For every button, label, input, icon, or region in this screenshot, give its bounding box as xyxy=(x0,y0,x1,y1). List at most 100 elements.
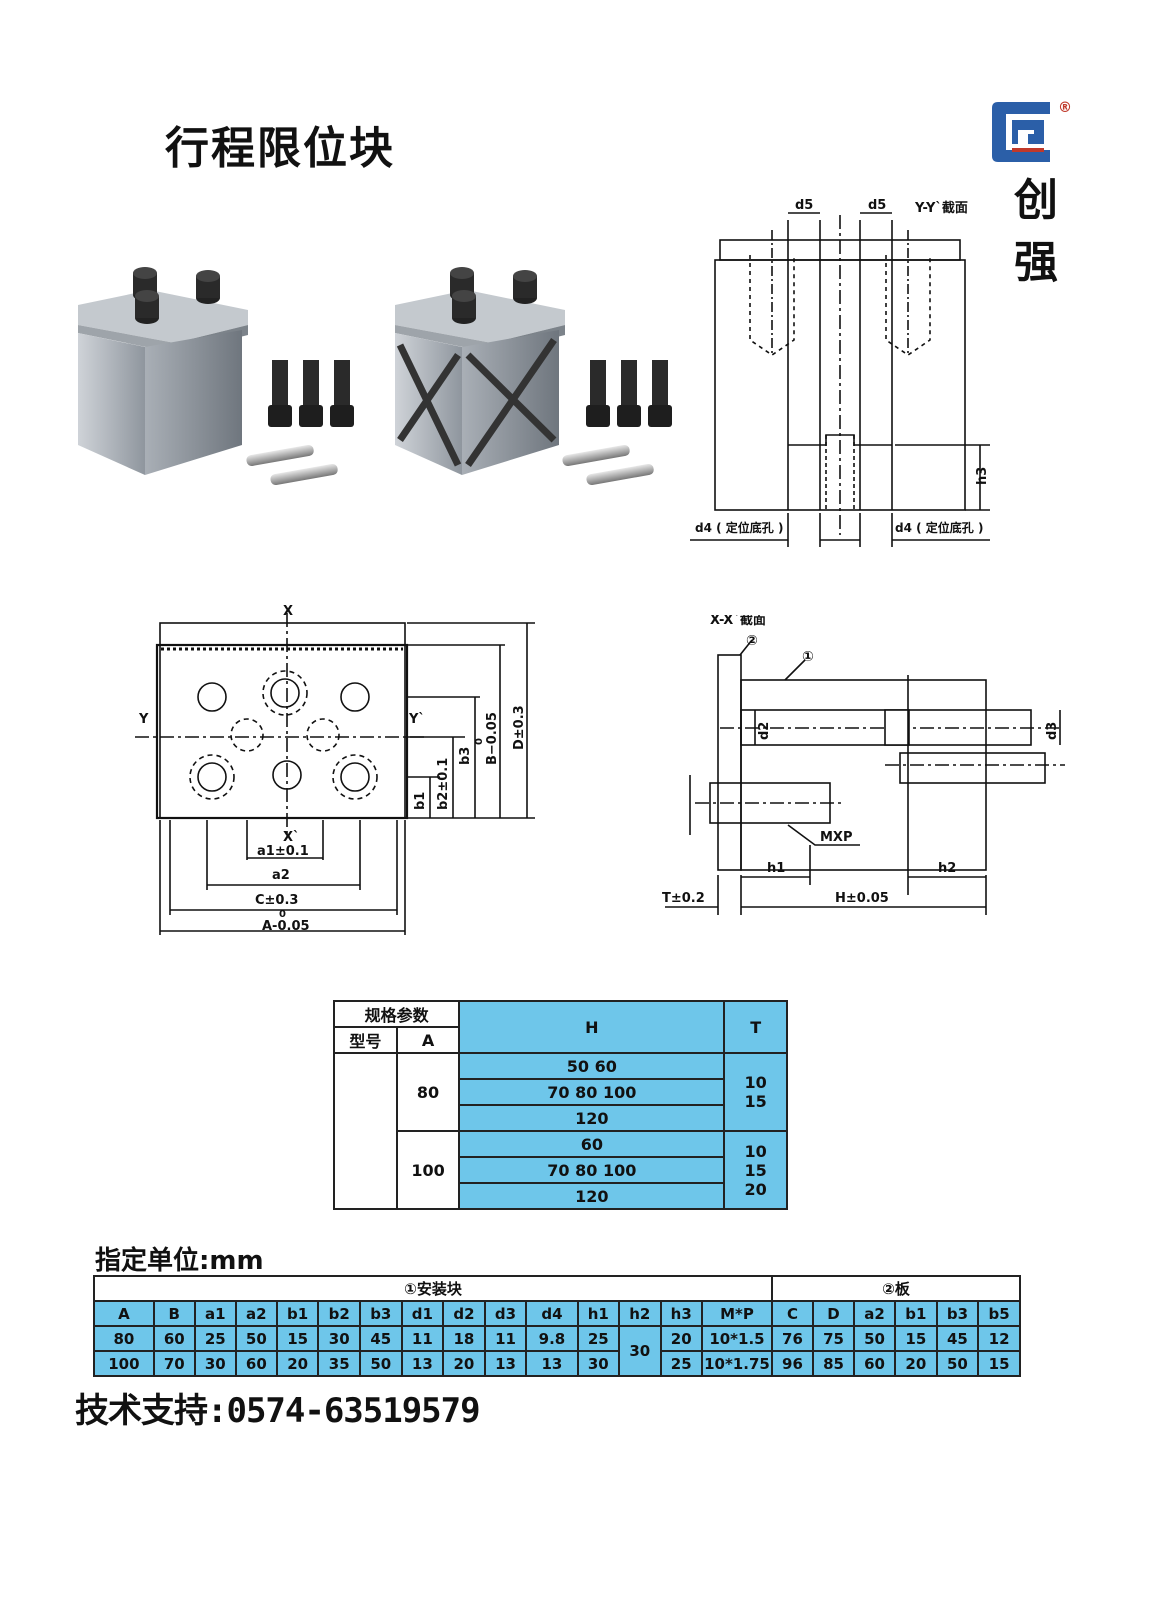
spec-header-model: 型号 xyxy=(333,1026,398,1054)
dim-header-cell: b3 xyxy=(359,1300,403,1327)
front-c-label: C±0.3 xyxy=(255,893,298,908)
dim-value-cell: 60 xyxy=(152,1325,196,1352)
dim-value-cell: 45 xyxy=(359,1325,403,1352)
dim-value-cell: 96 xyxy=(770,1350,815,1377)
brand-name: 创强 xyxy=(1014,175,1058,288)
spec-a-cell: 100 xyxy=(395,1130,461,1210)
front-a-sup-label: 0 xyxy=(279,909,286,920)
yy-section-title: Y-Y`截面 xyxy=(914,200,968,216)
xx-circle1-label: ① xyxy=(802,649,814,665)
front-x-bottom-label: X` xyxy=(283,830,300,845)
spec-a-cell: 80 xyxy=(395,1052,461,1132)
dim-value-cell: 10*1.5 xyxy=(700,1325,773,1352)
dim-group2-header: ②板 xyxy=(770,1275,1022,1302)
spec-h-cell: 60 xyxy=(458,1130,726,1158)
dim-value-cell: 12 xyxy=(977,1325,1021,1352)
spec-header-main: 规格参数 xyxy=(332,1000,461,1028)
registered-mark: ® xyxy=(1058,100,1072,116)
dim-header-cell: b5 xyxy=(977,1300,1021,1327)
spec-header-h: H xyxy=(458,1000,726,1054)
dim-value-cell: 50 xyxy=(359,1350,403,1377)
spec-h-cell: 50 60 xyxy=(458,1052,726,1080)
dim-value-cell: 30 xyxy=(576,1350,621,1377)
dim-value-cell: 25 xyxy=(659,1350,703,1377)
dim-value-cell: 10*1.75 xyxy=(700,1350,773,1377)
dim-value-cell: 70 xyxy=(152,1350,196,1377)
dim-header-cell: B xyxy=(152,1300,196,1327)
front-a1-label: a1±0.1 xyxy=(257,844,309,859)
xx-h-label: H±0.05 xyxy=(835,891,889,906)
dim-value-cell: 50 xyxy=(853,1325,897,1352)
dim-value-cell: 18 xyxy=(442,1325,486,1352)
dim-header-cell: h1 xyxy=(576,1300,621,1327)
dim-value-cell: 15 xyxy=(275,1325,320,1352)
front-view-drawing: X X` Y Y` a1±0.1 a2 C±0.3 0 A-0.05 b1 b2… xyxy=(135,605,535,935)
spec-t-value: 10 xyxy=(744,1141,767,1161)
dim-value-cell: 76 xyxy=(770,1325,815,1352)
front-d-label: D±0.3 xyxy=(512,705,527,750)
spec-model-cell xyxy=(333,1052,398,1210)
spec-t-value: 15 xyxy=(744,1160,767,1180)
dim-value-cell: 20 xyxy=(275,1350,320,1377)
dim-header-cell: d4 xyxy=(525,1300,579,1327)
dim-value-cell: 60 xyxy=(853,1350,897,1377)
dim-value-cell: 35 xyxy=(317,1350,361,1377)
dim-value-cell: 13 xyxy=(400,1350,445,1377)
front-x-top-label: X xyxy=(283,605,293,619)
front-b2-label: b2±0.1 xyxy=(436,758,451,810)
dim-header-cell: D xyxy=(811,1300,856,1327)
block-plain-image xyxy=(78,267,248,475)
dim-header-cell: d2 xyxy=(442,1300,486,1327)
yy-d5-left-label: d5 xyxy=(795,198,813,213)
dim-value-cell: 11 xyxy=(483,1325,528,1352)
tech-support-phone: 技术支持:0574-63519579 xyxy=(75,1391,481,1431)
dim-value-cell: 50 xyxy=(935,1350,980,1377)
dim-header-cell: a2 xyxy=(234,1300,278,1327)
block-grooved-image xyxy=(395,267,565,475)
dim-value-cell: 15 xyxy=(894,1325,938,1352)
dim-value-cell: 11 xyxy=(400,1325,445,1352)
dim-value-cell: 30 xyxy=(317,1325,361,1352)
dim-header-cell: d3 xyxy=(483,1300,528,1327)
spec-t-value: 15 xyxy=(744,1092,767,1111)
dim-header-cell: A xyxy=(93,1300,155,1327)
xx-t-label: T±0.2 xyxy=(662,891,705,906)
front-y-right-label: Y` xyxy=(408,712,425,727)
dim-value-cell: 13 xyxy=(525,1350,579,1377)
yy-d4-left-label: d4 ( 定位底孔 ) xyxy=(695,520,783,535)
yy-section-drawing: d5 d5 Y-Y`截面 h3 d4 ( 定位底孔 ) d4 ( 定位底孔 ) xyxy=(690,198,990,547)
spec-t-value: 20 xyxy=(744,1179,767,1199)
yy-d5-right-label: d5 xyxy=(868,198,886,213)
xx-circle2-label: ② xyxy=(746,633,758,649)
dim-value-cell: 50 xyxy=(234,1325,278,1352)
dim-value-cell: 20 xyxy=(442,1350,486,1377)
xx-section-title: X-X`截面 xyxy=(710,615,766,628)
dim-value-cell: 30 xyxy=(193,1350,237,1377)
xx-mxp-label: MXP xyxy=(820,830,853,845)
xx-h1-label: h1 xyxy=(767,861,785,876)
dim-value-cell: 13 xyxy=(483,1350,528,1377)
yy-d4-right-label: d4 ( 定位底孔 ) xyxy=(895,520,983,535)
product-photos xyxy=(78,267,672,486)
spec-t-value: 10 xyxy=(744,1073,767,1092)
dim-header-cell: b1 xyxy=(894,1300,938,1327)
dim-value-cell: 9.8 xyxy=(525,1325,579,1352)
dim-value-cell: 45 xyxy=(935,1325,980,1352)
dim-header-cell: b2 xyxy=(317,1300,361,1327)
dim-header-cell: C xyxy=(770,1300,815,1327)
spec-h-cell: 120 xyxy=(458,1182,726,1210)
dim-value-cell: 20 xyxy=(659,1325,703,1352)
bolts-pins-image-1 xyxy=(246,360,354,486)
dim-group1-header: ①安装块 xyxy=(93,1275,773,1302)
dim-header-cell: M*P xyxy=(700,1300,773,1327)
dim-value-cell: 30 xyxy=(618,1325,662,1377)
xx-section-drawing: ② ① X-X`截面 d2 d3 MXP h1 h2 T±0.2 H±0.05 xyxy=(662,615,1065,915)
front-b-sup-label: 0 xyxy=(474,738,485,745)
xx-h2-label: h2 xyxy=(938,861,956,876)
